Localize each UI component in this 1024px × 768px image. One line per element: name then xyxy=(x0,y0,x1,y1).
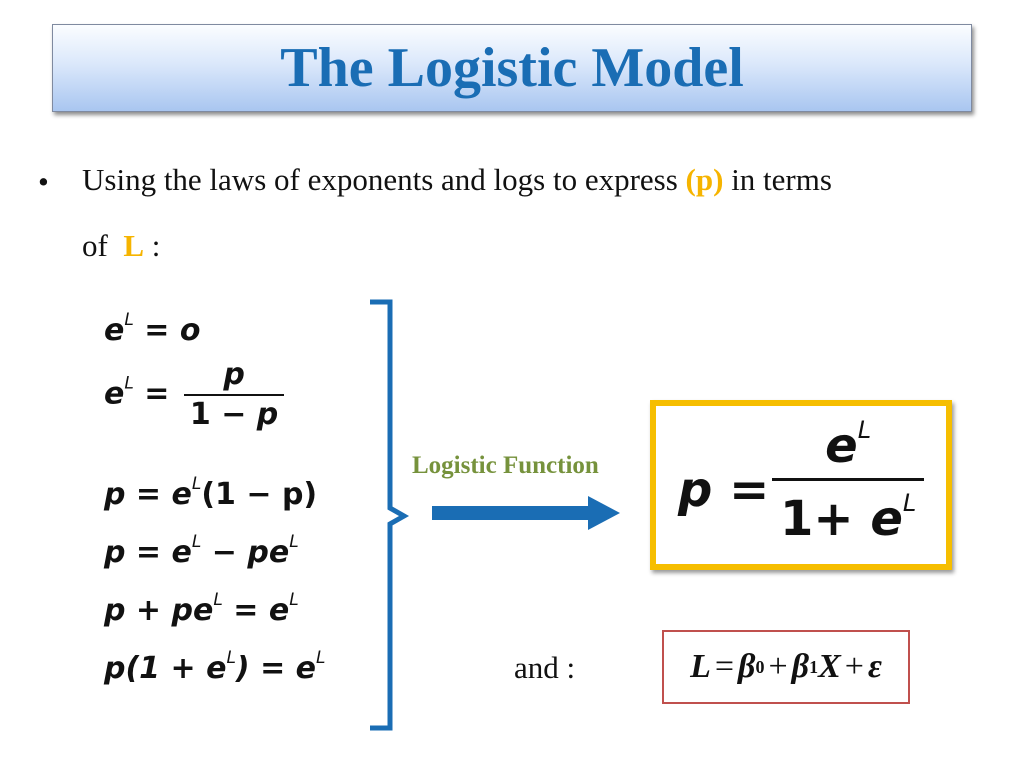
bullet-marker: • xyxy=(38,164,49,199)
lin-beta1: β xyxy=(791,648,810,685)
eq5-sup: L xyxy=(213,590,223,610)
eq2-denominator: 1 − p xyxy=(183,394,285,432)
lin-plus1: + xyxy=(768,648,788,685)
eq6-sup2: L xyxy=(316,648,326,668)
equation-1: eL = o xyxy=(104,312,201,346)
equation-4: p = eL − peL xyxy=(104,534,299,568)
result-lhs: p = xyxy=(678,462,770,518)
eq1-rhs: = o xyxy=(144,313,201,348)
slide-title: The Logistic Model xyxy=(280,37,744,99)
logistic-function-label: Logistic Function xyxy=(412,452,599,479)
bullet-text-before: Using the laws of exponents and logs to … xyxy=(82,162,678,197)
eq2-den-rest: − p xyxy=(221,397,279,432)
eq4-mid: − pe xyxy=(201,535,290,570)
lin-L: L xyxy=(690,648,711,685)
lin-plus2: + xyxy=(844,648,864,685)
result-fraction: eL 1+ eL xyxy=(772,418,925,543)
equation-3: p = eL(1 − p) xyxy=(104,476,317,510)
eq4-sup2: L xyxy=(289,532,299,552)
right-bracket-icon xyxy=(370,299,410,731)
eq5-mid: = e xyxy=(222,593,290,628)
result-den-sup: L xyxy=(902,489,917,517)
bullet-text-line-1: Using the laws of exponents and logs to … xyxy=(82,162,832,198)
eq4-sup: L xyxy=(191,532,202,552)
eq1-base: e xyxy=(104,313,125,348)
eq3-sup: L xyxy=(191,474,202,494)
bullet-text-after: in terms xyxy=(731,162,832,197)
eq4-pre: p = e xyxy=(104,535,192,570)
lin-X: X xyxy=(818,648,841,685)
eq3-post: (1 − p) xyxy=(201,477,318,512)
lin-epsilon: ε xyxy=(867,648,882,685)
lin-equals: = xyxy=(714,648,735,685)
eq2-sup: L xyxy=(124,373,134,394)
bullet-text-line-2: of L : xyxy=(82,228,160,264)
equation-6: p(1 + eL) = eL xyxy=(104,650,326,684)
eq2-den-one: 1 xyxy=(189,397,211,432)
lin-beta0: β xyxy=(738,648,756,685)
right-arrow-icon xyxy=(432,496,620,530)
result-den-one: 1 xyxy=(780,491,814,547)
highlight-L: L xyxy=(123,228,145,263)
eq3-pre: p = e xyxy=(104,477,192,512)
result-denominator: 1+ eL xyxy=(772,478,925,543)
eq5-sup2: L xyxy=(289,590,299,610)
highlight-p: (p) xyxy=(685,162,724,197)
eq6-mid: ) = e xyxy=(235,651,317,686)
logistic-function-box: p = eL 1+ eL xyxy=(650,400,952,570)
bullet-line2-before: of xyxy=(82,228,108,263)
title-banner: The Logistic Model xyxy=(52,24,972,112)
result-numerator: eL xyxy=(813,418,883,478)
result-num-base: e xyxy=(825,418,858,474)
lin-sub1: 1 xyxy=(809,656,819,677)
and-label: and : xyxy=(514,650,576,685)
result-den-plus: + e xyxy=(813,491,903,547)
bullet-line2-after: : xyxy=(151,228,161,263)
eq2-fraction: p 1 − p xyxy=(183,357,285,432)
eq2-base: e xyxy=(104,376,125,412)
eq1-sup: L xyxy=(124,310,134,330)
eq6-pre: p(1 + e xyxy=(104,651,227,686)
equation-5: p + peL = eL xyxy=(104,592,299,626)
eq5-pre: p + pe xyxy=(104,593,214,628)
result-num-sup: L xyxy=(857,416,872,444)
eq2-numerator: p xyxy=(223,357,245,392)
equation-2: eL = p 1 − p xyxy=(104,357,285,432)
eq2-equals: = xyxy=(144,376,170,412)
lin-sub0: 0 xyxy=(755,656,765,677)
eq6-sup: L xyxy=(226,648,236,668)
